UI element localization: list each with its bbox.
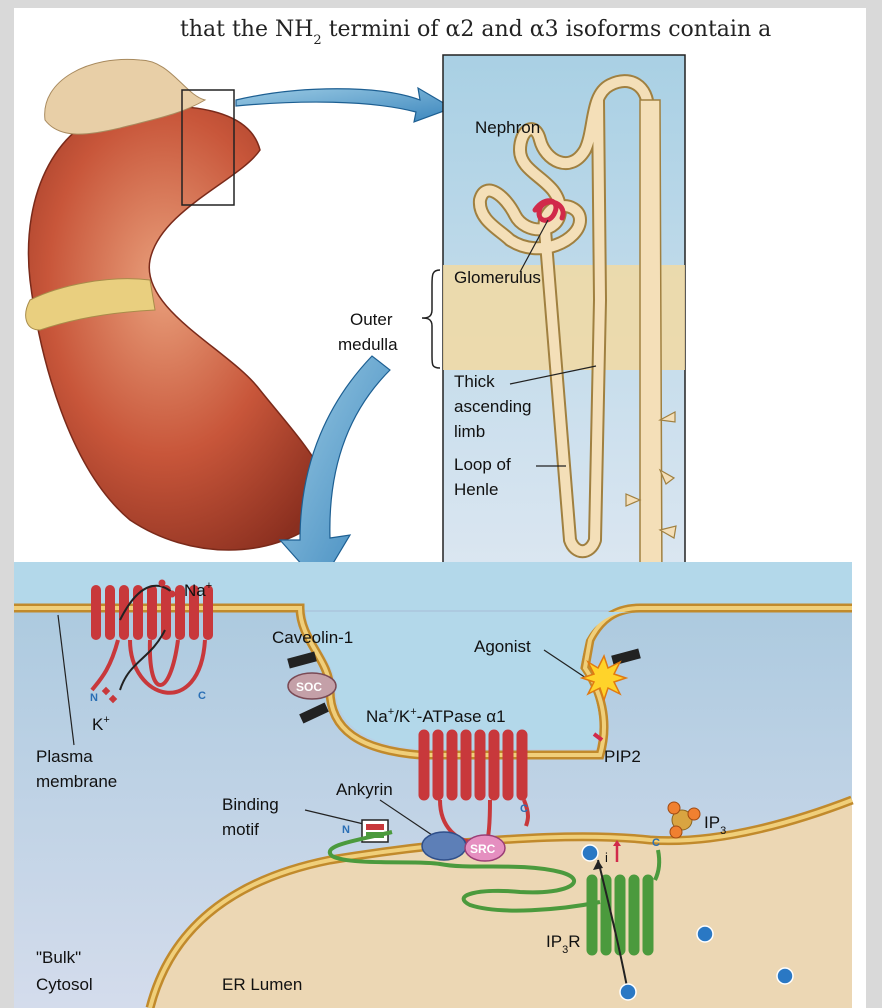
agonist-label: Agonist xyxy=(474,637,531,656)
soc-label: SOC xyxy=(296,680,322,694)
pip2-label: PIP2 xyxy=(604,747,641,766)
glomerulus-label: Glomerulus xyxy=(454,268,541,287)
er-lumen-label: ER Lumen xyxy=(222,975,302,994)
plasma-label-2: membrane xyxy=(36,772,117,791)
caveolin-label: Caveolin-1 xyxy=(272,628,353,647)
svg-text:C: C xyxy=(520,803,528,815)
svg-text:medulla: medulla xyxy=(338,335,398,354)
binding-label-1: Binding xyxy=(222,795,279,814)
ankyrin-shape xyxy=(422,832,466,860)
bulk-label-2: Cytosol xyxy=(36,975,93,994)
atpase-label: Na+/K+-ATPase α1 xyxy=(366,706,506,726)
svg-text:N: N xyxy=(342,824,350,836)
ankyrin-label: Ankyrin xyxy=(336,780,393,799)
bulk-label-1: "Bulk" xyxy=(36,948,81,967)
i-label: i xyxy=(605,850,608,865)
thick-label-2: ascending xyxy=(454,397,532,416)
svg-text:C: C xyxy=(198,690,206,702)
svg-text:Outer: Outer xyxy=(350,310,393,329)
loop-label-1: Loop of xyxy=(454,455,511,474)
svg-text:C: C xyxy=(652,837,660,849)
nephron-label: Nephron xyxy=(475,118,540,137)
loop-label-2: Henle xyxy=(454,480,498,499)
plasma-label-1: Plasma xyxy=(36,747,93,766)
binding-label-2: motif xyxy=(222,820,259,839)
svg-text:N: N xyxy=(90,692,98,704)
nephron-panel: Nephron Glomerulus Thick ascending limb … xyxy=(443,55,685,610)
src-label: SRC xyxy=(470,842,496,856)
thick-label-1: Thick xyxy=(454,372,495,391)
agonist-starburst xyxy=(582,656,626,700)
thick-label-3: limb xyxy=(454,422,485,441)
